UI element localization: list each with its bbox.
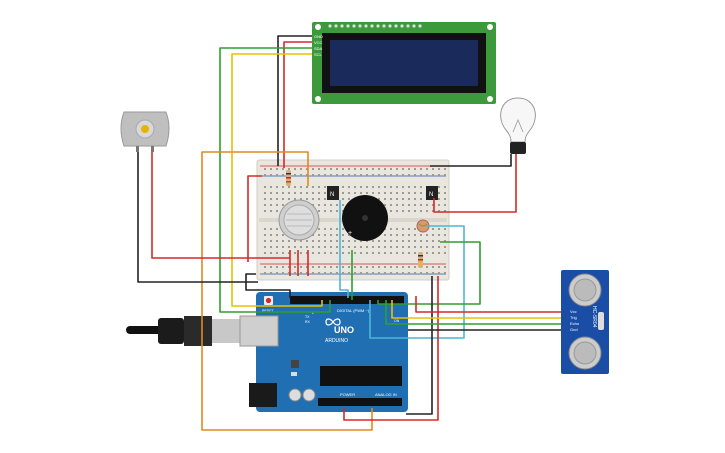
tx-label: TX bbox=[305, 315, 310, 319]
digital-label: DIGITAL (PWM ~) bbox=[337, 308, 370, 313]
wire-red-5v bbox=[247, 175, 262, 262]
dc-motor[interactable] bbox=[120, 111, 170, 152]
wire-us-trig bbox=[391, 300, 561, 319]
lcd-display[interactable]: GND VCC SDA SCL bbox=[312, 22, 496, 104]
reset-label: RESET bbox=[262, 309, 275, 313]
wire-motor-red bbox=[151, 152, 290, 259]
us-pin-echo: Echo bbox=[570, 321, 580, 326]
on-label: ON bbox=[394, 319, 400, 323]
wire-bulb-red bbox=[433, 154, 517, 213]
usb-cable[interactable] bbox=[126, 316, 244, 346]
wire-red-lcd-vcc bbox=[283, 41, 312, 168]
wire-bulb-black bbox=[430, 154, 512, 167]
power-label: POWER bbox=[340, 392, 355, 397]
wire-orange bbox=[201, 151, 373, 431]
transistor-left-label: N bbox=[330, 192, 334, 198]
board-brand: ARDUINO bbox=[325, 338, 348, 344]
wire-motor-black bbox=[137, 152, 258, 283]
board-model: UNO bbox=[334, 325, 354, 335]
wire-us-echo bbox=[385, 300, 561, 325]
ultrasonic-sensor[interactable]: Vcc Trig Echo Gnd HC-SR04 bbox=[561, 270, 609, 374]
atmega-chip bbox=[320, 366, 402, 386]
lcd-pin-sda: SDA bbox=[314, 46, 323, 51]
us-pin-trig: Trig bbox=[570, 315, 577, 320]
lcd-pin-vcc: VCC bbox=[314, 40, 323, 45]
arduino-logo-icon bbox=[325, 318, 341, 326]
wire-us-vcc bbox=[415, 296, 561, 313]
us-pin-vcc: Vcc bbox=[570, 309, 577, 314]
wire-cyan-ldr bbox=[369, 225, 465, 339]
l-label: L bbox=[312, 311, 314, 315]
gas-sensor[interactable] bbox=[278, 199, 320, 241]
resistor-1[interactable] bbox=[286, 170, 291, 186]
wire-black-right bbox=[406, 276, 433, 415]
analog-label: ANALOG IN bbox=[375, 392, 397, 397]
wire-green-right bbox=[377, 241, 481, 305]
arduino-uno-board[interactable]: UNO ARDUINO DIGITAL (PWM ~) POWER ANALOG… bbox=[239, 292, 408, 412]
piezo-buzzer[interactable]: + bbox=[342, 195, 388, 241]
digital-header[interactable] bbox=[290, 296, 404, 304]
light-bulb[interactable] bbox=[500, 97, 536, 154]
wire-green-lcd-sda bbox=[219, 47, 331, 313]
wire-yellow-lcd-scl bbox=[231, 53, 323, 307]
wire-red-right bbox=[343, 276, 439, 421]
wires bbox=[137, 35, 561, 431]
transistor-left[interactable]: N bbox=[327, 186, 339, 200]
lcd-pin-row bbox=[328, 24, 422, 28]
us-model-label: HC-SR04 bbox=[591, 306, 597, 328]
lcd-pin-scl: SCL bbox=[314, 52, 323, 57]
rx-label: RX bbox=[305, 320, 311, 324]
transistor-right-label: N bbox=[429, 192, 433, 198]
wire-black-lcd-gnd bbox=[277, 35, 312, 166]
resistor-2[interactable] bbox=[418, 252, 423, 268]
power-analog-header[interactable] bbox=[318, 398, 402, 406]
wire-cyan-left bbox=[339, 200, 349, 298]
lcd-pin-gnd: GND bbox=[314, 34, 323, 39]
buzzer-plus-label: + bbox=[348, 230, 352, 237]
wire-black-gnd bbox=[245, 273, 291, 298]
transistor-right[interactable]: N bbox=[426, 186, 438, 200]
us-pin-gnd: Gnd bbox=[570, 327, 578, 332]
